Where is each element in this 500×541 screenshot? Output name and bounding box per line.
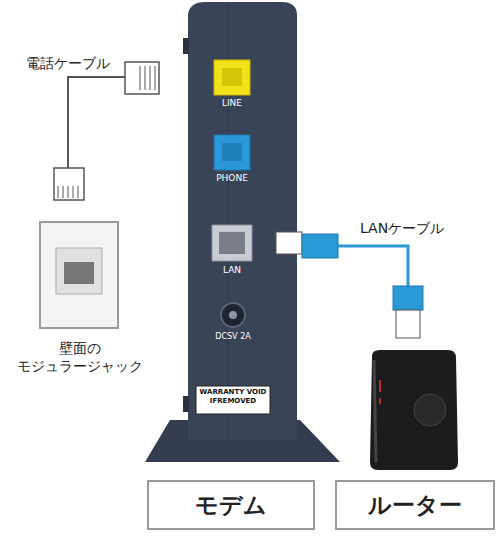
router-logo [414,394,446,426]
part-label: DCSV 2A [205,332,261,342]
line-port-hole [222,68,242,86]
phone-port [214,135,250,170]
phone-plug [125,62,159,94]
router-body [370,350,458,470]
wall-jack [64,262,94,284]
part-label: 電話ケーブル [26,55,110,73]
lan-plug-boot [302,234,338,258]
lan-plug-boot [393,286,423,310]
part-label: WARRANTY VOID IFREMOVED [197,388,269,406]
part-label: PHONE [210,173,254,184]
lan-plug [276,232,302,254]
router-leds [379,380,381,404]
plug-contacts [58,186,78,198]
device-name: モデム [195,490,267,521]
device-name-box: モデム [147,480,315,530]
dc-jack [221,303,245,327]
wall-jack-frame [56,248,102,294]
part-label: LINE [212,98,252,109]
lan-plug [396,310,420,338]
modem-tab [183,38,189,54]
wall-plate [40,222,118,328]
phone-cable [68,77,125,168]
lan-port [212,225,252,261]
part-label: LANケーブル [360,220,444,238]
router-edge [374,360,376,462]
modem-body [188,2,297,440]
modem-tab [183,396,189,412]
lan-cable [338,246,408,288]
phone-port-hole [222,143,242,161]
device-name: ルーター [368,490,462,521]
warranty-sticker [196,386,270,414]
phone-plug [54,168,84,200]
dc-jack-pin [229,311,237,319]
line-port [214,60,250,95]
plug-contacts [140,66,155,90]
part-label: 壁面の モジュラージャック [11,340,149,375]
lan-port-hole [219,232,245,254]
device-name-box: ルーター [335,480,495,530]
part-label: LAN [212,265,252,276]
